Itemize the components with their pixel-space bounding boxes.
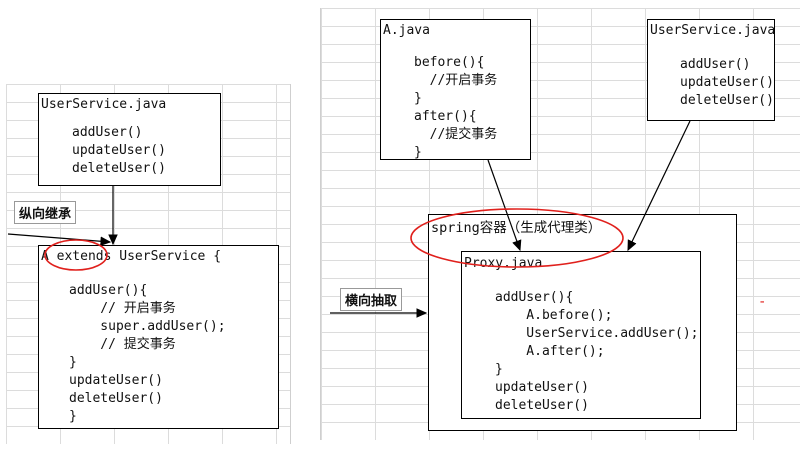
class-a-line: deleteUser(): [69, 391, 163, 406]
vertical-entry-arrow: [7, 233, 112, 247]
userservice-to-proxy-arrow: [627, 120, 691, 252]
class-a-line: updateUser(): [69, 373, 163, 388]
left-userservice-methods: addUser() updateUser() deleteUser(): [39, 124, 220, 178]
a-java-line: //提交事务: [414, 127, 498, 142]
left-userservice-line: deleteUser(): [72, 161, 166, 176]
a-java-title: A.java: [383, 23, 430, 38]
class-a-line: super.addUser();: [69, 319, 226, 334]
a-java-line: //开启事务: [414, 73, 498, 88]
stray-red-mark: -: [758, 294, 767, 310]
proxy-java-line: A.before();: [495, 308, 613, 323]
extends-keyword: extends: [56, 249, 112, 264]
right-userservice-methods: addUser() updateUser() deleteUser(): [648, 56, 774, 110]
spring-highlight-ellipse: [410, 208, 624, 268]
vertical-inheritance-label: 纵向继承: [14, 201, 77, 224]
class-a-body: addUser(){ // 开启事务 super.addUser(); // 提…: [39, 282, 278, 426]
right-userservice-line: addUser(): [680, 57, 751, 72]
proxy-java-box: Proxy.java addUser(){ A.before(); UserSe…: [461, 251, 701, 419]
class-a-extends-box: A extends UserService { addUser(){ // 开启…: [38, 245, 279, 429]
proxy-java-line: A.after();: [495, 344, 605, 359]
a-java-line: }: [414, 91, 422, 106]
class-a-line: // 开启事务: [69, 301, 176, 316]
a-java-line: after(){: [414, 109, 477, 124]
a-java-box: A.java before(){ //开启事务 } after(){ //提交事…: [380, 19, 531, 160]
right-userservice-box: UserService.java addUser() updateUser() …: [647, 19, 775, 121]
right-userservice-line: updateUser(): [680, 75, 774, 90]
class-a-title-suffix: UserService {: [111, 249, 222, 264]
a-java-line: }: [414, 145, 422, 160]
extends-highlight-ellipse: [44, 239, 108, 271]
proxy-java-line: UserService.addUser();: [495, 326, 699, 341]
left-userservice-title: UserService.java: [41, 97, 167, 112]
a-java-body: before(){ //开启事务 } after(){ //提交事务 }: [381, 54, 530, 162]
proxy-java-line: addUser(){: [495, 290, 574, 305]
a-java-line: before(){: [414, 55, 485, 70]
proxy-java-body: addUser(){ A.before(); UserService.addUs…: [462, 289, 700, 415]
proxy-java-line: deleteUser(): [495, 398, 589, 413]
right-userservice-title: UserService.java: [650, 23, 776, 38]
class-a-line: // 提交事务: [69, 337, 176, 352]
proxy-java-line: }: [495, 362, 503, 377]
spring-container-title: spring容器（生成代理类）: [431, 220, 602, 236]
left-userservice-line: updateUser(): [72, 143, 166, 158]
class-a-line: }: [69, 409, 77, 424]
a-java-to-proxy-arrow: [487, 159, 522, 252]
right-userservice-line: deleteUser(): [680, 93, 774, 108]
class-a-line: addUser(){: [69, 283, 148, 298]
left-userservice-box: UserService.java addUser() updateUser() …: [38, 93, 221, 186]
class-a-line: }: [69, 355, 77, 370]
horizontal-extraction-label: 横向抽取: [340, 288, 403, 311]
proxy-java-line: updateUser(): [495, 380, 589, 395]
left-userservice-line: addUser(): [72, 125, 143, 140]
